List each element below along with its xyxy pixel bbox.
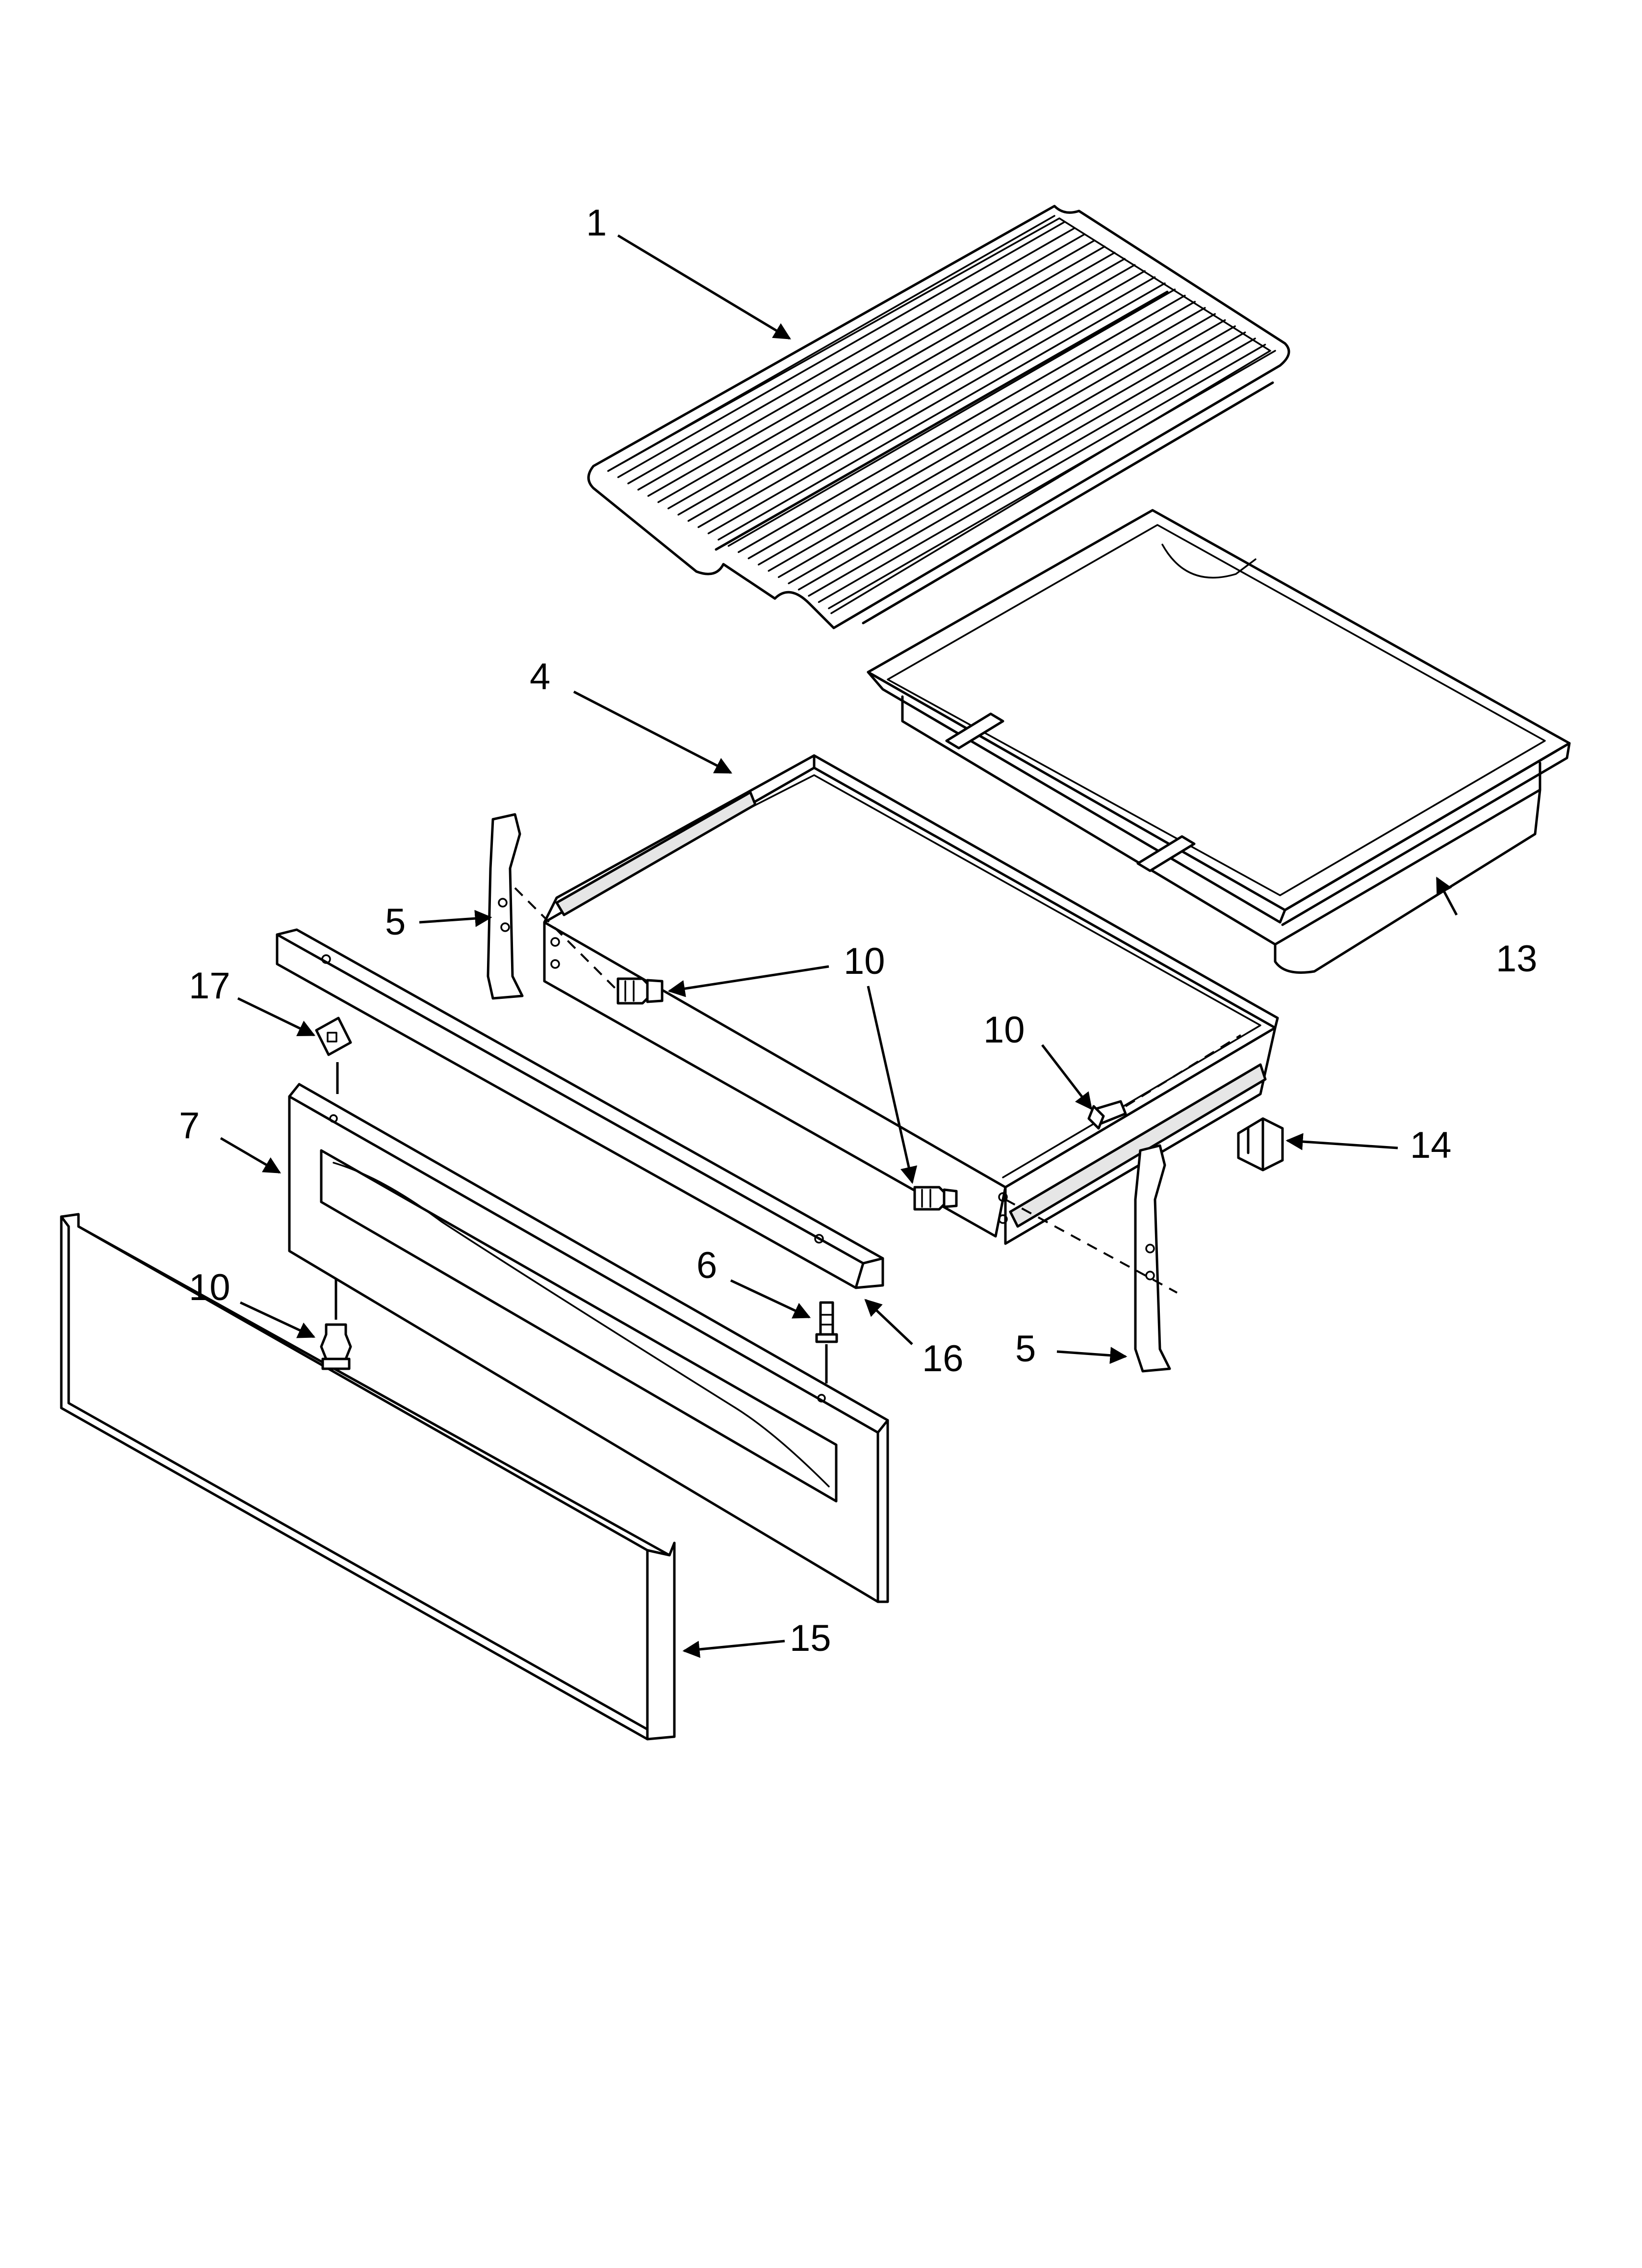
callout-10-center: 10 bbox=[844, 940, 885, 982]
rack-wire bbox=[607, 215, 1055, 472]
oven-rack bbox=[587, 205, 1290, 629]
callout-1: 1 bbox=[586, 202, 607, 244]
rack-wire bbox=[707, 276, 1156, 535]
rack-wire bbox=[687, 264, 1136, 522]
callout-14: 14 bbox=[1410, 1124, 1452, 1166]
rack-wire bbox=[797, 331, 1246, 591]
rack-wire bbox=[727, 288, 1176, 547]
rack-wire bbox=[657, 245, 1106, 503]
rack-wire bbox=[697, 270, 1146, 528]
rack-wire bbox=[808, 338, 1256, 597]
rack-wire bbox=[828, 350, 1276, 609]
rack-wire bbox=[617, 221, 1066, 478]
screw-d bbox=[320, 1323, 352, 1370]
callout-15: 15 bbox=[790, 1617, 831, 1659]
rack-wire bbox=[637, 233, 1086, 491]
screw-b bbox=[1087, 1100, 1127, 1130]
rack-wire bbox=[667, 252, 1116, 510]
broiler-pan bbox=[867, 509, 1571, 974]
screw-c bbox=[913, 1186, 958, 1211]
rack-wire bbox=[718, 282, 1166, 541]
clip-17 bbox=[315, 1017, 352, 1056]
screw-a bbox=[616, 977, 664, 1005]
rack-wire bbox=[818, 343, 1266, 603]
drawer-slide-right bbox=[1134, 1144, 1171, 1373]
rack-wire bbox=[647, 239, 1096, 497]
pin bbox=[815, 1301, 838, 1343]
callout-5-right: 5 bbox=[1015, 1328, 1036, 1370]
drawer-inner-panel bbox=[288, 1083, 889, 1603]
rack-wire bbox=[677, 258, 1126, 516]
callout-10-right: 10 bbox=[983, 1009, 1025, 1051]
rack-wire bbox=[788, 325, 1236, 584]
callouts: 1 4 5 10 10 13 14 17 7 10 6 16 5 15 bbox=[179, 202, 1538, 1659]
clip-14 bbox=[1237, 1117, 1284, 1172]
rack-wire bbox=[758, 307, 1206, 566]
callout-7: 7 bbox=[179, 1105, 200, 1147]
rack-wire bbox=[627, 227, 1076, 485]
drawer-slide-left bbox=[487, 813, 524, 1000]
rack-wire bbox=[768, 313, 1216, 572]
leader-lines bbox=[220, 234, 1458, 1658]
rack-wire bbox=[747, 301, 1196, 559]
assembly-lines bbox=[334, 887, 1242, 1383]
drawer-body bbox=[543, 754, 1279, 1245]
callout-4: 4 bbox=[530, 656, 550, 698]
rack-wire bbox=[777, 319, 1226, 578]
callout-17: 17 bbox=[189, 965, 231, 1007]
drawer-trim-bar bbox=[276, 928, 884, 1289]
callout-16: 16 bbox=[922, 1338, 964, 1380]
drawer-front-panel bbox=[60, 1213, 676, 1741]
rack-wire bbox=[738, 294, 1186, 553]
callout-6: 6 bbox=[696, 1245, 717, 1286]
callout-10-left: 10 bbox=[189, 1267, 231, 1308]
callout-5-left: 5 bbox=[385, 901, 406, 943]
callout-13: 13 bbox=[1496, 938, 1538, 980]
